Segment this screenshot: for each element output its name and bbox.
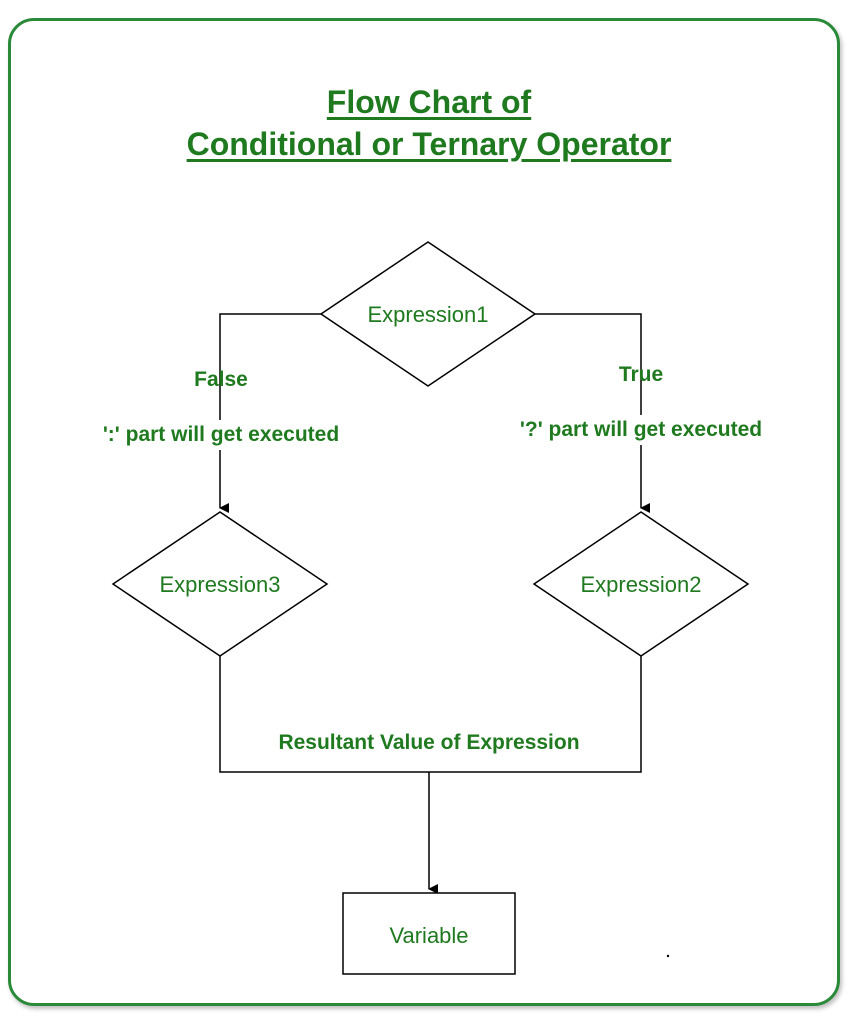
true-part-bg xyxy=(503,415,779,445)
stray-dot xyxy=(666,954,670,958)
variable-label: Variable xyxy=(389,923,468,948)
expression3-label: Expression3 xyxy=(159,572,280,597)
true-part-label: '?' part will get executed xyxy=(520,418,762,441)
diagram-frame xyxy=(8,18,840,1006)
expression1-diamond xyxy=(319,241,537,387)
result-label: Resultant Value of Expression xyxy=(278,731,579,754)
false-connector xyxy=(219,313,321,513)
merge-connector xyxy=(219,656,642,773)
expression1-label: Expression1 xyxy=(367,302,488,327)
false-label: False xyxy=(194,368,248,391)
false-part-label: ':' part will get executed xyxy=(103,423,339,446)
expression2-label: Expression2 xyxy=(580,572,701,597)
title-line-2: Conditional or Ternary Operator xyxy=(186,126,672,162)
title-line-1: Flow Chart of xyxy=(326,84,532,120)
variable-box xyxy=(342,892,516,975)
true-label: True xyxy=(619,363,663,386)
false-part-bg xyxy=(85,420,355,450)
true-connector xyxy=(535,313,650,513)
